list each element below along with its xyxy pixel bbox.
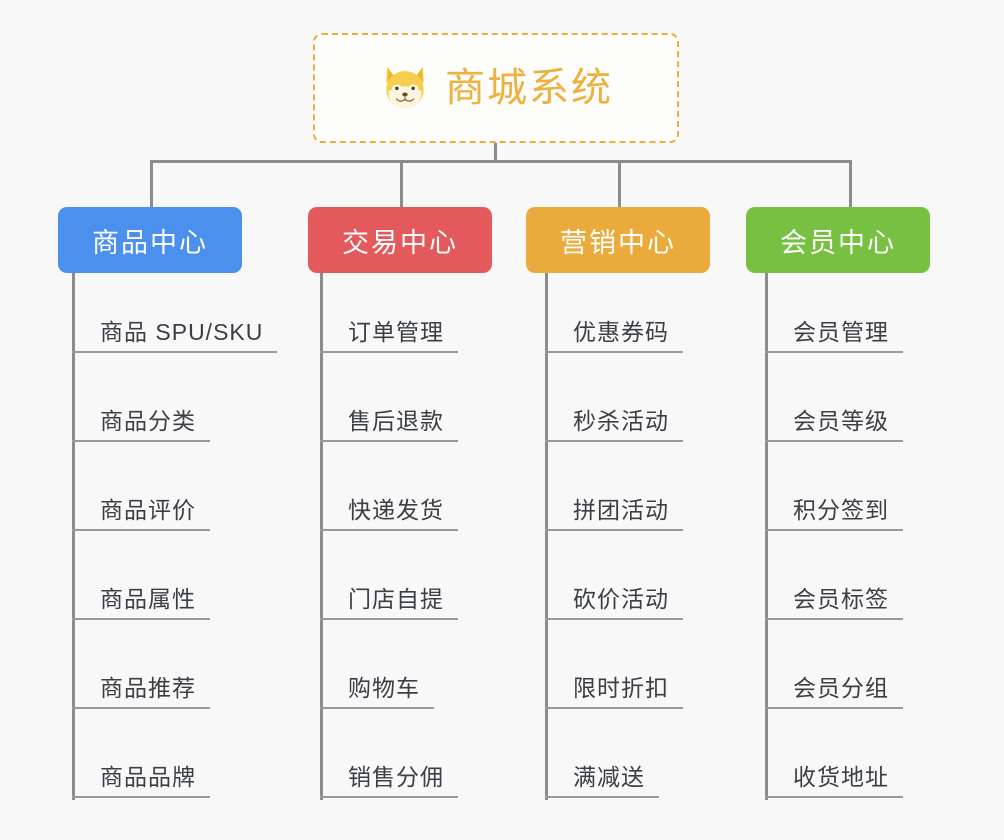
leaf-item-underline — [320, 351, 458, 353]
leaf-item-label: 订单管理 — [348, 319, 444, 345]
leaf-item-label: 积分签到 — [793, 497, 889, 523]
leaf-item-underline — [72, 440, 210, 442]
leaf-item-underline — [765, 618, 903, 620]
leaf-item-label: 售后退款 — [348, 408, 444, 434]
connector-drop-3 — [618, 160, 621, 208]
connector-root-stem — [494, 143, 497, 163]
shiba-inu-icon — [386, 66, 424, 111]
leaf-item-underline — [765, 707, 903, 709]
leaf-item-underline — [72, 707, 210, 709]
leaf-item-label: 商品属性 — [100, 586, 196, 612]
leaf-item-label: 商品 SPU/SKU — [100, 319, 264, 345]
leaf-item-underline — [545, 440, 683, 442]
category-header-3[interactable]: 会员中心 — [746, 207, 930, 273]
leaf-item-underline — [320, 796, 458, 798]
leaf-item-label: 商品评价 — [100, 497, 196, 523]
connector-drop-2 — [400, 160, 403, 208]
category-header-label: 营销中心 — [560, 227, 676, 258]
connector-drop-1 — [150, 160, 153, 208]
leaf-item-underline — [320, 618, 458, 620]
connector-drop-4 — [849, 160, 852, 208]
leaf-item-label: 拼团活动 — [573, 497, 669, 523]
leaf-item-label: 会员等级 — [793, 408, 889, 434]
leaf-item-label: 限时折扣 — [573, 675, 669, 701]
branch-spine-1 — [320, 273, 323, 800]
leaf-item-underline — [72, 351, 277, 353]
leaf-item-label: 满减送 — [573, 764, 645, 790]
leaf-item-underline — [765, 440, 903, 442]
branch-spine-2 — [545, 273, 548, 800]
category-header-0[interactable]: 商品中心 — [58, 207, 242, 273]
category-header-label: 会员中心 — [780, 227, 896, 258]
leaf-item-underline — [765, 351, 903, 353]
leaf-item-label: 商品推荐 — [100, 675, 196, 701]
leaf-item-underline — [545, 351, 683, 353]
leaf-item-underline — [320, 707, 434, 709]
leaf-item-underline — [320, 529, 458, 531]
leaf-item-label: 销售分佣 — [348, 764, 444, 790]
leaf-item-label: 购物车 — [348, 675, 420, 701]
leaf-item-label: 会员标签 — [793, 586, 889, 612]
leaf-item-underline — [765, 796, 903, 798]
leaf-item-label: 会员管理 — [793, 319, 889, 345]
root-title: 商城系统 — [445, 66, 613, 110]
leaf-item-label: 收货地址 — [793, 764, 889, 790]
leaf-item-label: 会员分组 — [793, 675, 889, 701]
leaf-item-underline — [545, 618, 683, 620]
leaf-item-underline — [545, 796, 659, 798]
leaf-item-label: 秒杀活动 — [573, 408, 669, 434]
category-header-label: 商品中心 — [92, 227, 208, 258]
category-header-1[interactable]: 交易中心 — [308, 207, 492, 273]
leaf-item-label: 门店自提 — [348, 586, 444, 612]
branch-spine-3 — [765, 273, 768, 800]
leaf-item-underline — [72, 796, 210, 798]
leaf-item-underline — [765, 529, 903, 531]
leaf-item-underline — [545, 707, 683, 709]
leaf-item-label: 商品品牌 — [100, 764, 196, 790]
connector-horizontal-bus — [150, 160, 852, 163]
leaf-item-underline — [72, 529, 210, 531]
leaf-item-label: 优惠券码 — [573, 319, 669, 345]
branch-spine-0 — [72, 273, 75, 800]
category-header-2[interactable]: 营销中心 — [526, 207, 710, 273]
leaf-item-label: 砍价活动 — [573, 586, 669, 612]
leaf-item-label: 快递发货 — [348, 497, 444, 523]
leaf-item-underline — [320, 440, 458, 442]
leaf-item-label: 商品分类 — [100, 408, 196, 434]
leaf-item-underline — [72, 618, 210, 620]
category-header-label: 交易中心 — [342, 227, 458, 258]
leaf-item-underline — [545, 529, 683, 531]
root-node[interactable]: 商城系统 — [313, 33, 679, 143]
